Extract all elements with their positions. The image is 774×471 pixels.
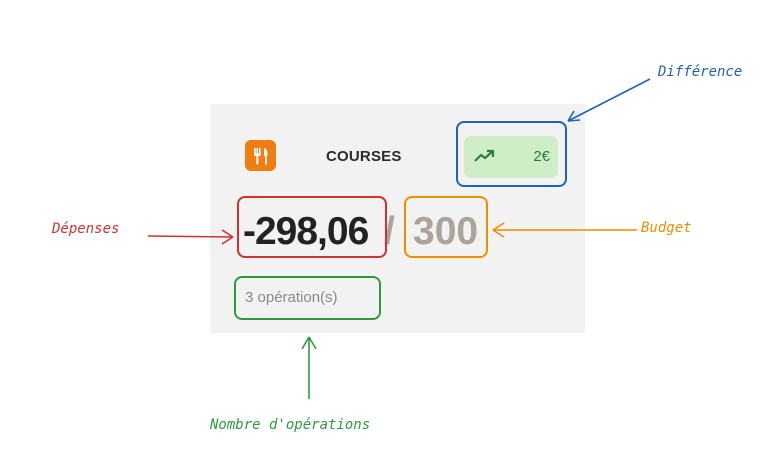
operations-annotation: Nombre d'opérations (210, 417, 371, 433)
difference-highlight (456, 121, 567, 187)
fork-knife-icon (245, 140, 276, 171)
difference-value: 2€ (533, 148, 550, 165)
budget-highlight (404, 196, 488, 258)
difference-arrow (567, 78, 651, 122)
operations-count: 3 opération(s) (245, 289, 338, 306)
amount-separator: / (384, 210, 395, 253)
spent-arrow (147, 235, 234, 238)
trending-up-icon (474, 149, 496, 168)
spent-highlight (237, 196, 387, 258)
difference-annotation: Différence (658, 64, 743, 80)
spent-amount: -298,06 (243, 210, 369, 253)
spent-annotation: Dépenses (52, 221, 120, 237)
budget-annotation: Budget (641, 220, 692, 236)
category-title: COURSES (326, 148, 402, 165)
difference-badge: 2€ (464, 136, 558, 178)
operations-highlight (234, 276, 381, 320)
budget-amount: 300 (413, 210, 479, 253)
